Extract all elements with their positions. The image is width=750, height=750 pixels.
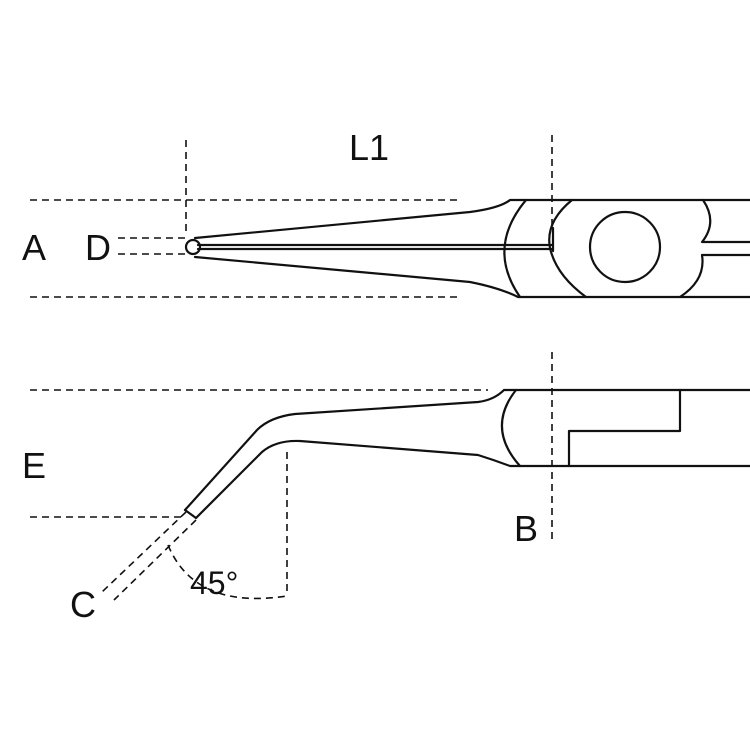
joint-right-edge xyxy=(678,198,750,299)
side-jaw-bottom-outline xyxy=(194,439,750,520)
top-view: L1 A D xyxy=(22,127,750,299)
label-angle: 45° xyxy=(190,565,238,601)
label-d: D xyxy=(85,227,111,268)
top-jaw-outline xyxy=(193,198,750,240)
side-hinge-outline xyxy=(567,388,682,468)
label-a: A xyxy=(22,227,46,268)
angle-arc xyxy=(167,544,288,600)
label-c: C xyxy=(70,584,96,625)
bottom-jaw-outline xyxy=(193,255,750,299)
side-jaw-top-outline xyxy=(183,388,750,512)
angle-guide-lower xyxy=(113,519,197,601)
pivot-circle xyxy=(588,210,662,284)
side-joint-arc xyxy=(500,388,522,468)
angle-guide-upper xyxy=(101,511,187,593)
label-l1: L1 xyxy=(349,127,389,168)
joint-right-arc xyxy=(548,198,588,299)
joint-left-arc xyxy=(503,198,528,299)
side-jaw-tip xyxy=(183,508,198,520)
label-b: B xyxy=(514,508,538,549)
jaw-tip xyxy=(184,238,202,256)
side-view: E B C 45° xyxy=(22,352,750,625)
label-e: E xyxy=(22,445,46,486)
